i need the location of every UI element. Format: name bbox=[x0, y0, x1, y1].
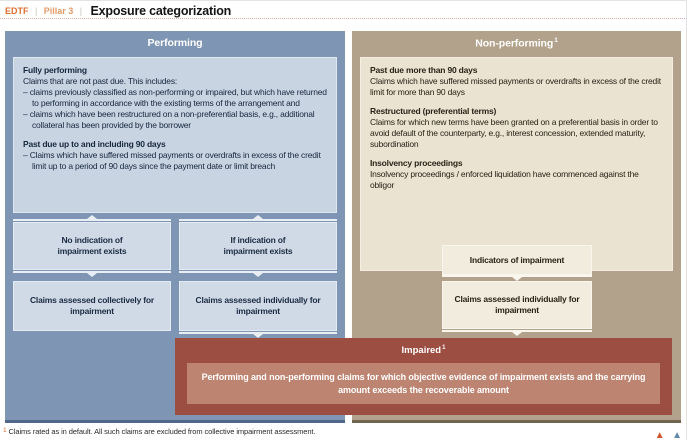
flow-connector-up bbox=[179, 215, 337, 221]
header-divider: | bbox=[79, 6, 83, 16]
brand-label: EDTF bbox=[5, 6, 29, 16]
node-indicators-of-impairment: Indicators of impairment bbox=[442, 245, 592, 275]
nav-up-blue-icon[interactable]: ▲ bbox=[672, 430, 682, 440]
page-header: EDTF | Pillar 3 | Exposure categorizatio… bbox=[5, 2, 231, 20]
node-assessed-individually-performing: Claims assessed individually for impairm… bbox=[179, 281, 337, 331]
node-no-indication: No indication of impairment exists bbox=[13, 222, 171, 270]
flow-connector-down bbox=[442, 330, 592, 336]
node-assessed-individually-nonperforming: Claims assessed individually for impairm… bbox=[442, 281, 592, 329]
arrow-down-icon bbox=[87, 273, 97, 277]
flow-connector-down bbox=[179, 271, 337, 277]
arrow-down-icon bbox=[253, 273, 263, 277]
flow-connector-down bbox=[442, 275, 592, 281]
nonperforming-title-footnote-marker: 1 bbox=[554, 37, 558, 44]
impaired-box: Impaired1 Performing and non-performing … bbox=[175, 338, 672, 415]
past-due-90-bullet: – Claims which have suffered missed paym… bbox=[23, 150, 321, 171]
arrow-down-icon bbox=[253, 334, 263, 338]
performing-info-box: Fully performing Claims that are not pas… bbox=[13, 57, 337, 213]
nav-arrows: ▲ ▲ bbox=[655, 425, 682, 440]
nav-up-orange-icon[interactable]: ▲ bbox=[654, 430, 665, 440]
node-assessed-collectively: Claims assessed collectively for impairm… bbox=[13, 281, 171, 331]
restructured-heading: Restructured (preferential terms) bbox=[370, 106, 497, 116]
nonperforming-column-title: Non-performing1 bbox=[475, 37, 558, 50]
fully-performing-bullet: – claims which have been restructured on… bbox=[23, 109, 315, 130]
impaired-title-footnote-marker: 1 bbox=[442, 345, 446, 351]
nonperforming-info-box: Past due more than 90 days Claims which … bbox=[360, 57, 673, 271]
impaired-inner-box: Performing and non-performing claims for… bbox=[187, 363, 660, 404]
footnote-marker: 1 bbox=[3, 427, 7, 434]
header-dotted-rule bbox=[0, 18, 686, 19]
insolvency-text: Insolvency proceedings / enforced liquid… bbox=[370, 169, 639, 190]
past-due-90-heading: Past due up to and including 90 days bbox=[23, 139, 166, 149]
flow-connector-down bbox=[13, 271, 171, 277]
arrow-up-icon bbox=[253, 215, 263, 219]
section-label: Pillar 3 bbox=[43, 6, 74, 16]
insolvency-heading: Insolvency proceedings bbox=[370, 158, 463, 168]
fully-performing-heading: Fully performing bbox=[23, 65, 87, 75]
page-title: Exposure categorization bbox=[90, 4, 232, 18]
past-due-more-90-text: Claims which have suffered missed paymen… bbox=[370, 76, 661, 97]
footnote-text: Claims rated as in default. All such cla… bbox=[8, 427, 316, 436]
arrow-down-icon bbox=[512, 332, 522, 336]
flow-connector-down bbox=[179, 332, 337, 338]
flow-connector-up bbox=[13, 215, 171, 221]
restructured-text: Claims for which new terms have been gra… bbox=[370, 117, 658, 149]
node-if-indication: If indication of impairment exists bbox=[179, 222, 337, 270]
past-due-more-90-heading: Past due more than 90 days bbox=[370, 65, 478, 75]
performing-column-title: Performing bbox=[147, 37, 203, 49]
impaired-title: Impaired1 bbox=[401, 345, 446, 357]
arrow-down-icon bbox=[512, 277, 522, 281]
impaired-body-text: Performing and non-performing claims for… bbox=[201, 371, 646, 395]
performing-column: Performing Fully performing Claims that … bbox=[5, 31, 345, 423]
arrow-up-icon bbox=[87, 215, 97, 219]
header-divider: | bbox=[34, 6, 38, 16]
fully-performing-bullet: – claims previously classified as non-pe… bbox=[23, 87, 327, 108]
fully-performing-intro: Claims that are not past due. This inclu… bbox=[23, 76, 178, 86]
